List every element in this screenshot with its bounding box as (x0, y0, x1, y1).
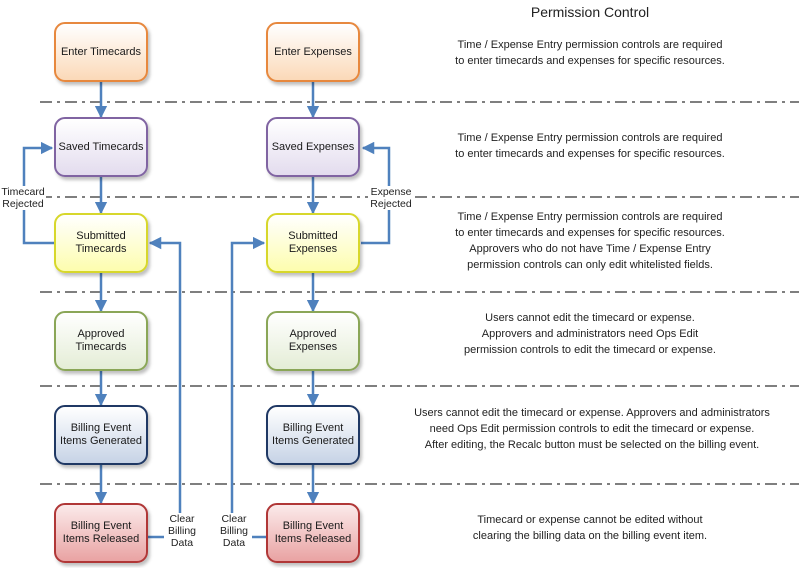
note-approved: Users cannot edit the timecard or expens… (464, 312, 716, 356)
node-billing-released-expenses: Billing Event Items Released (266, 503, 360, 563)
note-billing-released: Timecard or expense cannot be edited wit… (472, 514, 708, 542)
node-approved-expenses: Approved Expenses (266, 311, 360, 371)
node-enter-expenses: Enter Expenses (266, 22, 360, 82)
note-saved: Time / Expense Entry permission controls… (455, 132, 725, 160)
label-clear-billing-timecard: Clear Billing Data (164, 513, 200, 549)
note-billing-generated: Users cannot edit the timecard or expens… (414, 407, 770, 451)
node-saved-timecards: Saved Timecards (54, 117, 148, 177)
note-submitted: Time / Expense Entry permission controls… (455, 211, 725, 271)
node-approved-timecards: Approved Timecards (54, 311, 148, 371)
node-billing-generated-expenses: Billing Event Items Generated (266, 405, 360, 465)
label-clear-billing-expense: Clear Billing Data (216, 513, 252, 549)
node-billing-generated-timecards: Billing Event Items Generated (54, 405, 148, 465)
node-saved-expenses: Saved Expenses (266, 117, 360, 177)
node-submitted-timecards: Submitted Timecards (54, 213, 148, 273)
arrow-clear-billing-expense (230, 236, 266, 539)
diagram-title: Permission Control (530, 4, 650, 20)
node-enter-timecards: Enter Timecards (54, 22, 148, 82)
node-billing-released-timecards: Billing Event Items Released (54, 503, 148, 563)
node-submitted-expenses: Submitted Expenses (266, 213, 360, 273)
arrow-clear-billing-timecard (148, 236, 182, 539)
label-expense-rejected: Expense Rejected (368, 186, 414, 210)
label-timecard-rejected: Timecard Rejected (0, 186, 46, 210)
note-enter: Time / Expense Entry permission controls… (455, 39, 725, 67)
